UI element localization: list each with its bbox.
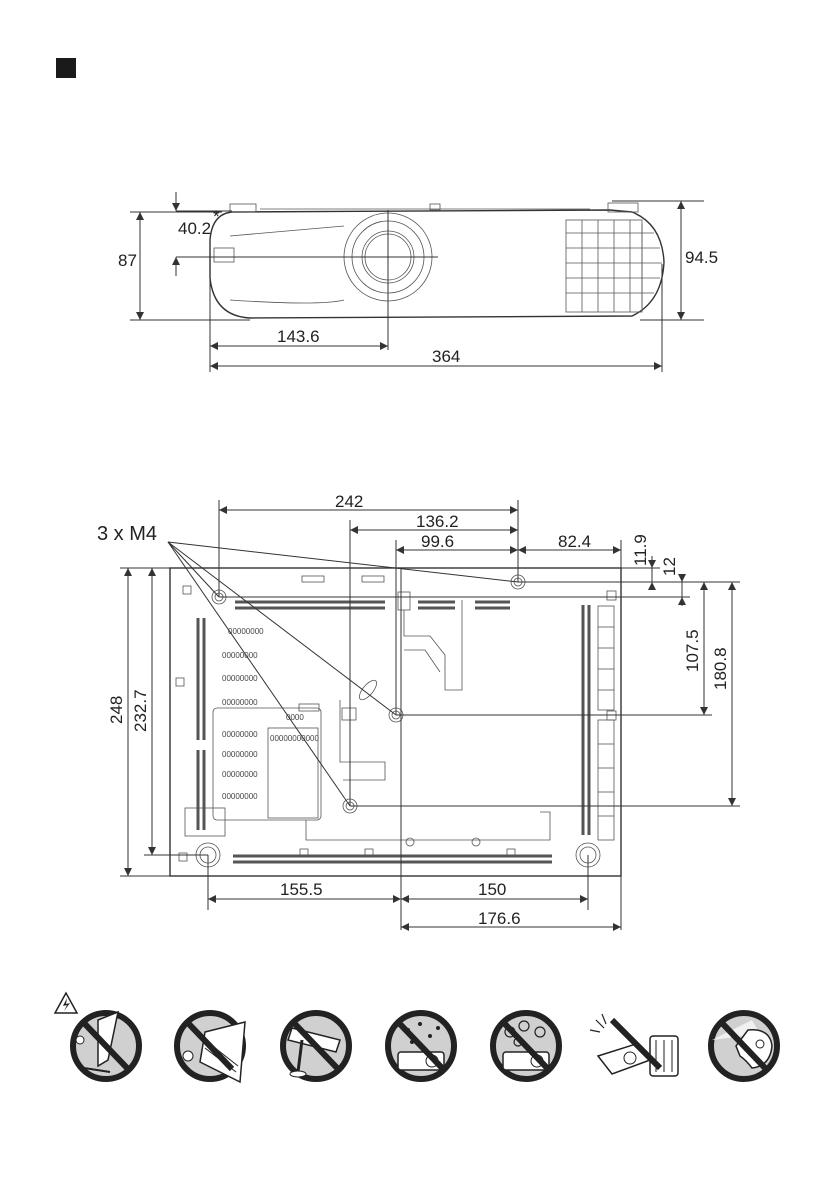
dim-107-5: 107.5 — [683, 629, 702, 672]
electric-hazard-icon — [55, 993, 77, 1013]
no-tilted-surface-icon — [177, 1013, 245, 1082]
dim-232-7: 232.7 — [131, 689, 150, 732]
dim-242: 242 — [335, 492, 363, 511]
no-ceiling-mount-icon — [283, 1013, 349, 1079]
no-steam-icon — [493, 1013, 559, 1079]
dim-99-6: 99.6 — [421, 532, 454, 551]
dim-12: 12 — [660, 557, 679, 576]
dim-body-height: 87 — [118, 251, 137, 270]
screw-label: 3 x M4 — [97, 523, 157, 545]
svg-text:00000000: 00000000 — [222, 698, 258, 707]
svg-text:00000000: 00000000 — [222, 770, 258, 779]
dim-150: 150 — [478, 880, 506, 899]
svg-text:00000000000: 00000000000 — [270, 734, 319, 743]
svg-text:00000000: 00000000 — [222, 651, 258, 660]
dim-lens-height-note: * — [213, 207, 220, 226]
dim-82-4: 82.4 — [558, 532, 591, 551]
dim-180-8: 180.8 — [711, 647, 730, 690]
svg-text:00000000: 00000000 — [222, 730, 258, 739]
dim-136-2: 136.2 — [416, 512, 459, 531]
dim-155-5: 155.5 — [280, 880, 323, 899]
svg-text:00000000: 00000000 — [228, 627, 264, 636]
no-sunlight-heat-icon — [590, 1014, 678, 1076]
dim-lens-height: 40.2 — [178, 219, 211, 238]
dim-248: 248 — [107, 696, 126, 724]
dim-height-with-feet: 94.5 — [685, 248, 718, 267]
no-water-icon — [388, 1013, 454, 1079]
no-look-into-lens-icon — [711, 1013, 777, 1079]
svg-text:00000000: 00000000 — [222, 792, 258, 801]
dim-width: 364 — [432, 347, 460, 366]
svg-text:00000000: 00000000 — [222, 750, 258, 759]
dim-11-9: 11.9 — [631, 534, 650, 566]
warning-icons — [55, 993, 777, 1082]
dim-lens-offset: 143.6 — [277, 327, 320, 346]
no-disassembly-icon — [73, 1012, 139, 1079]
svg-text:00000000: 00000000 — [222, 674, 258, 683]
dim-176-6: 176.6 — [478, 909, 521, 928]
